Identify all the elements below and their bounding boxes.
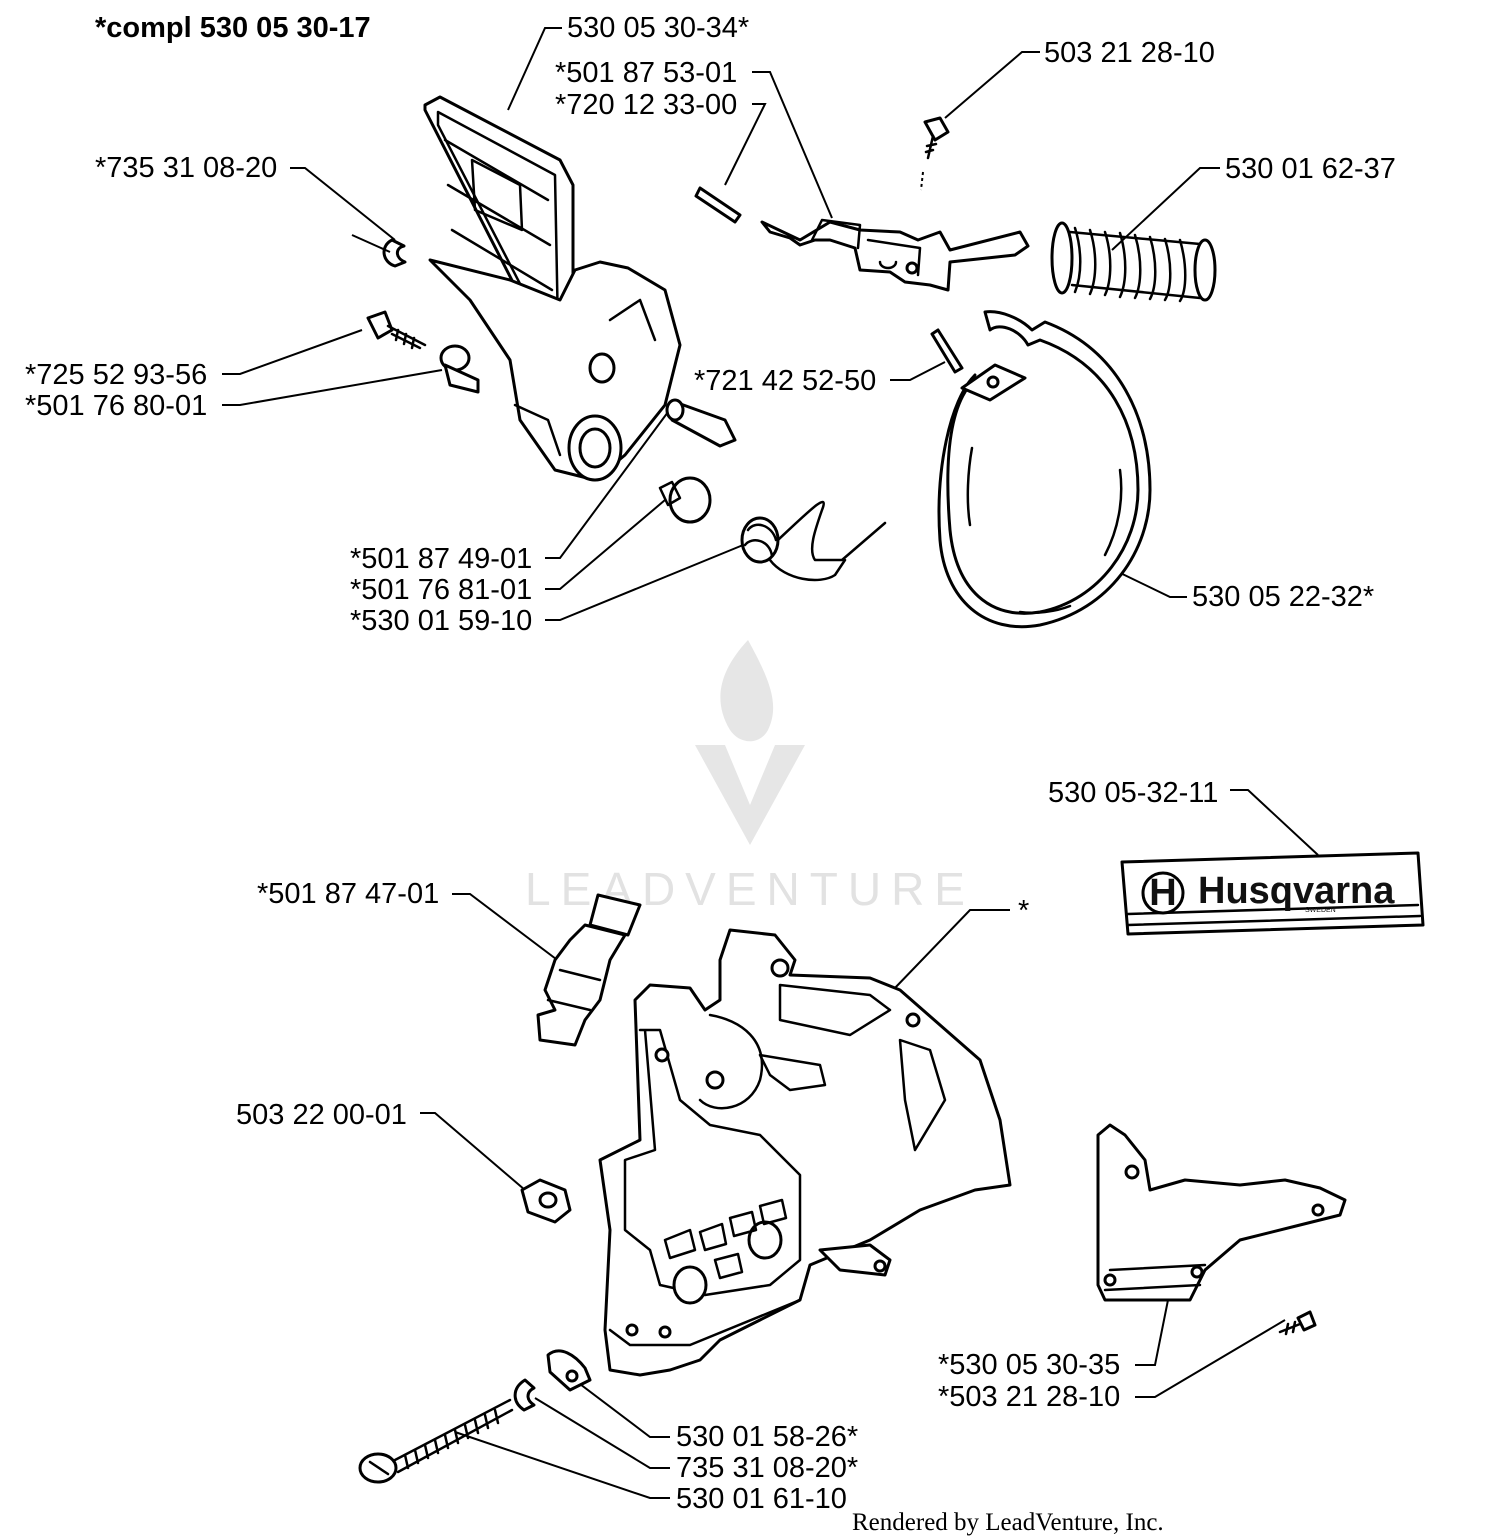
label-735310820-top[interactable]: *735 31 08-20 — [95, 152, 277, 184]
leader-assembly-star — [892, 909, 1010, 991]
leader-501874701 — [452, 893, 561, 963]
label-530053035[interactable]: *530 05 30-35 — [938, 1349, 1120, 1381]
decal-origin-text: SWEDEN — [1305, 907, 1336, 914]
leader-725529356 — [222, 329, 363, 375]
brake-latch-part[interactable] — [760, 218, 1030, 292]
leader-530053035 — [1135, 1299, 1169, 1366]
watermark-flame-icon — [720, 640, 774, 742]
bushing-part[interactable] — [658, 476, 712, 524]
brake-band-part[interactable] — [937, 310, 1152, 629]
label-501875301[interactable]: *501 87 53-01 — [555, 57, 737, 89]
leader-720123300 — [724, 103, 767, 186]
leader-530052232 — [1109, 567, 1187, 598]
label-530053211[interactable]: 530 05-32-11 — [1048, 777, 1218, 809]
e-clip-bottom-part[interactable] — [513, 1378, 536, 1412]
label-530052232[interactable]: 530 05 22-32* — [1192, 581, 1374, 613]
label-503212810-top[interactable]: 503 21 28-10 — [1044, 37, 1215, 69]
label-501768001[interactable]: *501 76 80-01 — [25, 390, 207, 422]
leader-lines — [222, 27, 1319, 1499]
label-721425250[interactable]: *721 42 52-50 — [694, 365, 876, 397]
watermark-v-icon — [695, 745, 805, 845]
leader-721425250 — [890, 361, 946, 381]
leader-501768101 — [545, 499, 666, 590]
leader-503212810-top — [944, 51, 1040, 119]
watermark-text: LEADVENTURE — [525, 863, 975, 915]
label-530015910[interactable]: *530 01 59-10 — [350, 605, 532, 637]
leader-530015910 — [545, 542, 749, 621]
roll-pin-part[interactable] — [694, 186, 742, 224]
husqvarna-logo-icon — [1141, 871, 1185, 915]
label-501874901[interactable]: *501 87 49-01 — [350, 543, 532, 575]
leader-530016237 — [1111, 167, 1220, 251]
label-501874701[interactable]: *501 87 47-01 — [257, 878, 439, 910]
leader-735310820-bottom — [534, 1397, 670, 1469]
label-530016237[interactable]: 530 01 62-37 — [1225, 153, 1396, 185]
screw-part[interactable] — [366, 310, 427, 350]
roll-pin-small-part[interactable] — [930, 328, 964, 374]
leader-735310820-top — [290, 167, 396, 241]
leader-501875301 — [752, 71, 833, 219]
leader-530053211 — [1230, 789, 1319, 856]
adjusting-screw-part[interactable] — [358, 1398, 514, 1484]
label-530053034[interactable]: 530 05 30-34* — [567, 12, 749, 44]
leader-530016110 — [454, 1431, 670, 1499]
callout-labels: 530 05 30-34* *501 87 53-01 *720 12 33-0… — [25, 12, 1396, 1515]
leader-501768001 — [222, 369, 443, 406]
label-assembly-star[interactable]: * — [1018, 895, 1029, 927]
husqvarna-decal-part[interactable]: H Husqvarna SWEDEN — [1120, 851, 1425, 936]
kit-label: *compl 530 05 30-17 — [95, 12, 371, 44]
pivot-pin-part[interactable] — [665, 398, 737, 448]
label-503220001[interactable]: 503 22 00-01 — [236, 1099, 407, 1131]
label-530016110[interactable]: 530 01 61-10 — [676, 1483, 847, 1515]
leader-503220001 — [420, 1112, 526, 1191]
watermark: LEADVENTURE — [525, 640, 975, 915]
decal-logo-letter: H — [1149, 872, 1176, 914]
screw-top-part[interactable] — [920, 116, 950, 191]
footer-credit: Rendered by LeadVenture, Inc. — [852, 1509, 1164, 1536]
label-720123300[interactable]: *720 12 33-00 — [555, 89, 737, 121]
label-503212810-bottom[interactable]: *503 21 28-10 — [938, 1381, 1120, 1413]
torsion-spring-part[interactable] — [740, 500, 887, 582]
label-501768101[interactable]: *501 76 81-01 — [350, 574, 532, 606]
decal-brand-text: Husqvarna — [1198, 870, 1395, 912]
leader-530015826 — [571, 1377, 670, 1438]
label-735310820-bottom[interactable]: 735 31 08-20* — [676, 1452, 858, 1484]
e-clip-part[interactable] — [351, 234, 407, 268]
hand-guard-part[interactable] — [423, 95, 682, 482]
coil-spring-part[interactable] — [1050, 221, 1217, 303]
sleeve-part[interactable] — [439, 344, 480, 394]
guide-plate-part[interactable] — [1096, 1123, 1347, 1302]
small-screw-part[interactable] — [1278, 1310, 1317, 1336]
flange-nut-part[interactable] — [520, 1178, 572, 1224]
clip-part[interactable] — [536, 893, 642, 1047]
clutch-cover-part[interactable] — [598, 928, 1012, 1377]
leader-503212810-bottom — [1135, 1319, 1286, 1398]
leader-530053034 — [507, 27, 562, 111]
label-725529356[interactable]: *725 52 93-56 — [25, 359, 207, 391]
leader-501874901 — [545, 411, 669, 559]
tab-washer-part[interactable] — [546, 1349, 592, 1392]
label-530015826[interactable]: 530 01 58-26* — [676, 1421, 858, 1453]
